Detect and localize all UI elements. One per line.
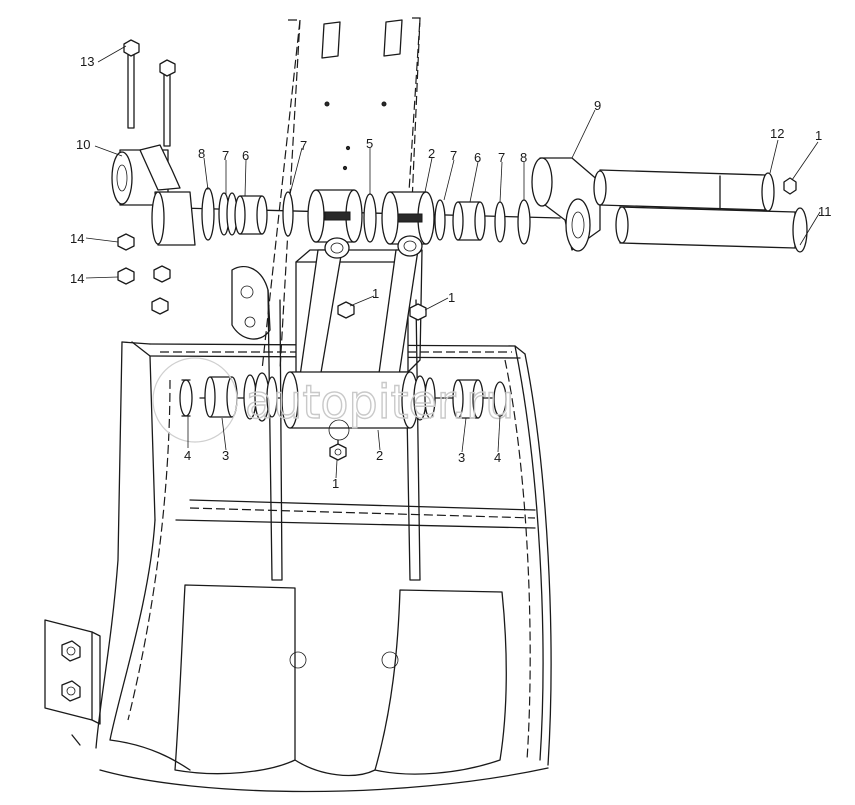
callout-labels: 13 10 8 7 6 7 5 2 7 6 7 8 9 12 1 11 14 1…: [70, 54, 832, 491]
callout-10: 10: [76, 137, 90, 152]
callout-13: 13: [80, 54, 94, 69]
upper-pin-assembly: [111, 39, 808, 321]
callout-7: 7: [300, 138, 307, 153]
callout-9: 9: [594, 98, 601, 113]
callout-6: 6: [242, 148, 249, 163]
callout-6: 6: [474, 150, 481, 165]
callout-2: 2: [376, 448, 383, 463]
callout-14: 14: [70, 231, 84, 246]
callout-1: 1: [332, 476, 339, 491]
callout-4: 4: [494, 450, 501, 465]
callout-8: 8: [520, 150, 527, 165]
callout-7: 7: [222, 148, 229, 163]
callout-1: 1: [815, 128, 822, 143]
callout-11: 11: [818, 204, 832, 219]
callout-5: 5: [366, 136, 373, 151]
callout-7: 7: [450, 148, 457, 163]
lower-linkage: [231, 249, 423, 581]
callout-3: 3: [222, 448, 229, 463]
callout-3: 3: [458, 450, 465, 465]
callout-1: 1: [448, 290, 455, 305]
callout-7: 7: [498, 150, 505, 165]
leader-lines: [85, 45, 821, 479]
callout-12: 12: [770, 126, 784, 141]
watermark-text: autopiter.ru: [245, 375, 514, 429]
callout-2: 2: [428, 146, 435, 161]
watermark: autopiter.ru: [152, 357, 515, 443]
callout-14: 14: [70, 271, 84, 286]
callout-8: 8: [198, 146, 205, 161]
callout-4: 4: [184, 448, 191, 463]
callout-1: 1: [372, 286, 379, 301]
